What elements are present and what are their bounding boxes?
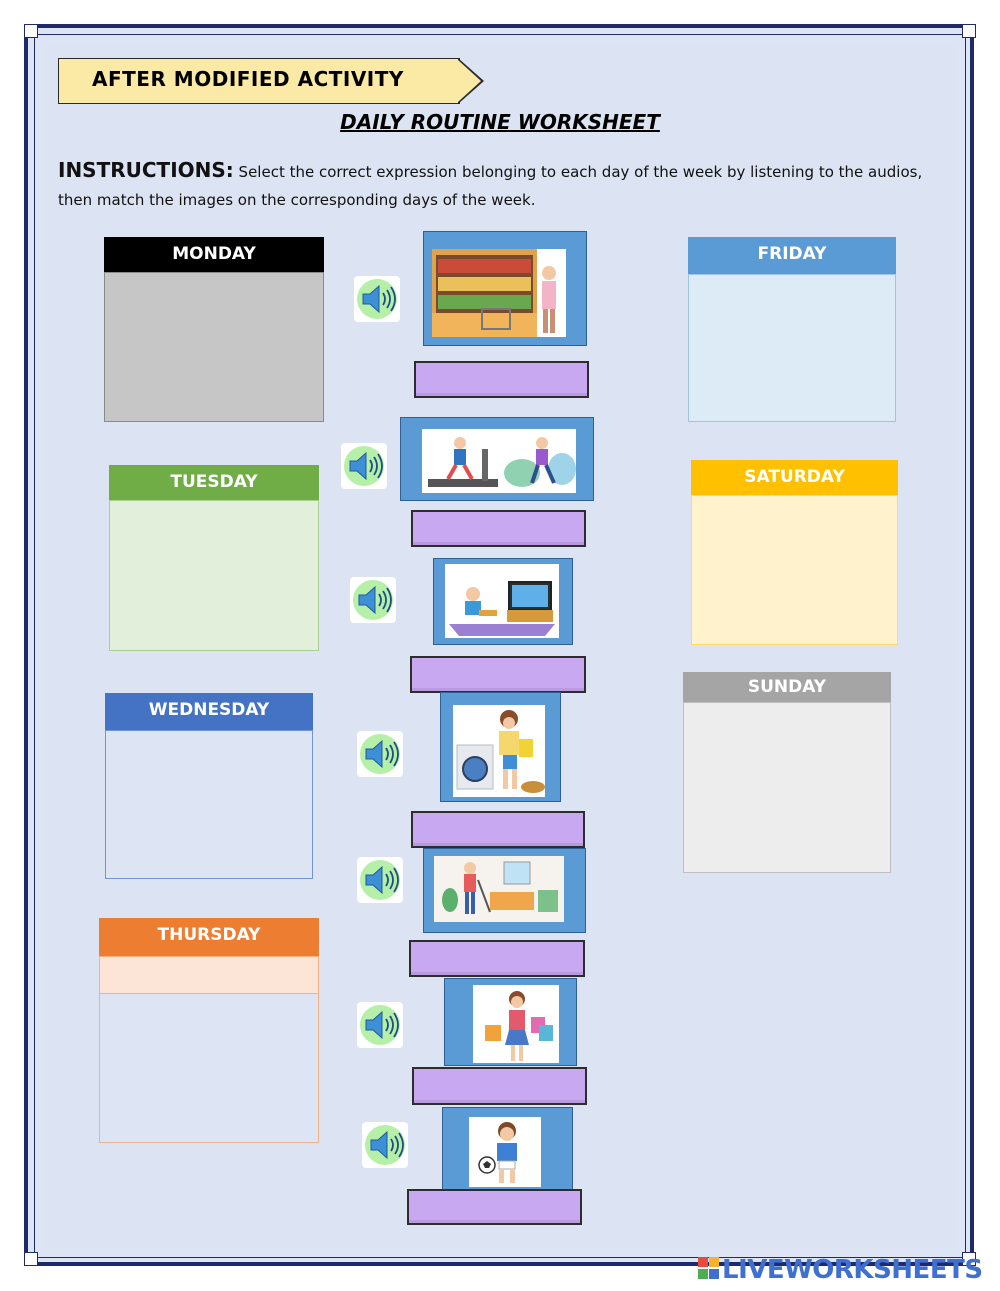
speaker-icon bbox=[362, 284, 396, 314]
activity-card-4[interactable] bbox=[440, 692, 561, 802]
audio-play-button-2[interactable] bbox=[341, 443, 387, 489]
logo-text: LIVEWORKSHEETS bbox=[722, 1255, 983, 1285]
day-header-wednesday: WEDNESDAY bbox=[105, 693, 313, 730]
audio-play-button-5[interactable] bbox=[357, 857, 403, 903]
day-header-tuesday: TUESDAY bbox=[109, 465, 319, 500]
doing-laundry-image bbox=[453, 705, 545, 797]
watching-tv-image bbox=[445, 564, 559, 638]
logo-cubes-icon bbox=[698, 1257, 719, 1279]
instructions-lead: INSTRUCTIONS: bbox=[58, 158, 234, 182]
activity-card-1[interactable] bbox=[423, 231, 587, 346]
drop-zone-wednesday[interactable] bbox=[105, 730, 313, 879]
drop-zone-friday[interactable] bbox=[688, 274, 896, 422]
answer-field-2[interactable] bbox=[411, 510, 586, 547]
answer-field-3[interactable] bbox=[410, 656, 586, 693]
activity-banner bbox=[58, 58, 460, 104]
liveworksheets-logo[interactable]: LIVEWORKSHEETS bbox=[698, 1255, 983, 1285]
speaker-icon bbox=[358, 585, 392, 615]
audio-play-button-1[interactable] bbox=[354, 276, 400, 322]
banner-arrow-fill bbox=[458, 60, 481, 102]
answer-field-4[interactable] bbox=[411, 811, 585, 848]
day-header-friday: FRIDAY bbox=[688, 237, 896, 274]
drop-zone-saturday[interactable] bbox=[691, 495, 898, 645]
speaker-icon bbox=[349, 451, 383, 481]
banner-title: AFTER MODIFIED ACTIVITY bbox=[92, 67, 404, 91]
audio-play-button-6[interactable] bbox=[357, 1002, 403, 1048]
speaker-icon bbox=[370, 1130, 404, 1160]
speaker-icon bbox=[365, 739, 399, 769]
speaker-icon bbox=[365, 865, 399, 895]
audio-play-button-7[interactable] bbox=[362, 1122, 408, 1168]
answer-field-1[interactable] bbox=[414, 361, 589, 398]
shopping-image bbox=[473, 985, 559, 1063]
page-inner-border bbox=[34, 34, 966, 1258]
answer-field-7[interactable] bbox=[407, 1189, 582, 1225]
thursday-subheader-band bbox=[99, 956, 319, 993]
activity-card-7[interactable] bbox=[442, 1107, 573, 1191]
activity-card-2[interactable] bbox=[400, 417, 594, 501]
day-header-thursday: THURSDAY bbox=[99, 918, 319, 956]
corner-ornament bbox=[962, 24, 976, 38]
drop-zone-sunday[interactable] bbox=[683, 702, 891, 873]
corner-ornament bbox=[962, 1252, 976, 1266]
day-header-saturday: SATURDAY bbox=[691, 460, 898, 495]
grocery-store-image bbox=[432, 249, 566, 337]
drop-zone-thursday[interactable] bbox=[99, 993, 319, 1143]
audio-play-button-3[interactable] bbox=[350, 577, 396, 623]
playing-soccer-image bbox=[469, 1117, 541, 1187]
drop-zone-tuesday[interactable] bbox=[109, 500, 319, 651]
day-header-monday: MONDAY bbox=[104, 237, 324, 272]
running-exercise-image bbox=[422, 429, 576, 493]
speaker-icon bbox=[365, 1010, 399, 1040]
cleaning-house-image bbox=[434, 856, 564, 922]
corner-ornament bbox=[24, 24, 38, 38]
answer-field-6[interactable] bbox=[412, 1067, 587, 1105]
answer-field-5[interactable] bbox=[409, 940, 585, 977]
activity-card-3[interactable] bbox=[433, 558, 573, 645]
instructions: INSTRUCTIONS: Select the correct express… bbox=[58, 156, 943, 214]
instructions-text: Select the correct expression belonging … bbox=[58, 163, 923, 209]
worksheet-title: DAILY ROUTINE WORKSHEET bbox=[340, 110, 660, 134]
corner-ornament bbox=[24, 1252, 38, 1266]
activity-card-6[interactable] bbox=[444, 978, 577, 1066]
drop-zone-monday[interactable] bbox=[104, 272, 324, 422]
day-header-sunday: SUNDAY bbox=[683, 672, 891, 702]
activity-card-5[interactable] bbox=[423, 848, 586, 933]
audio-play-button-4[interactable] bbox=[357, 731, 403, 777]
